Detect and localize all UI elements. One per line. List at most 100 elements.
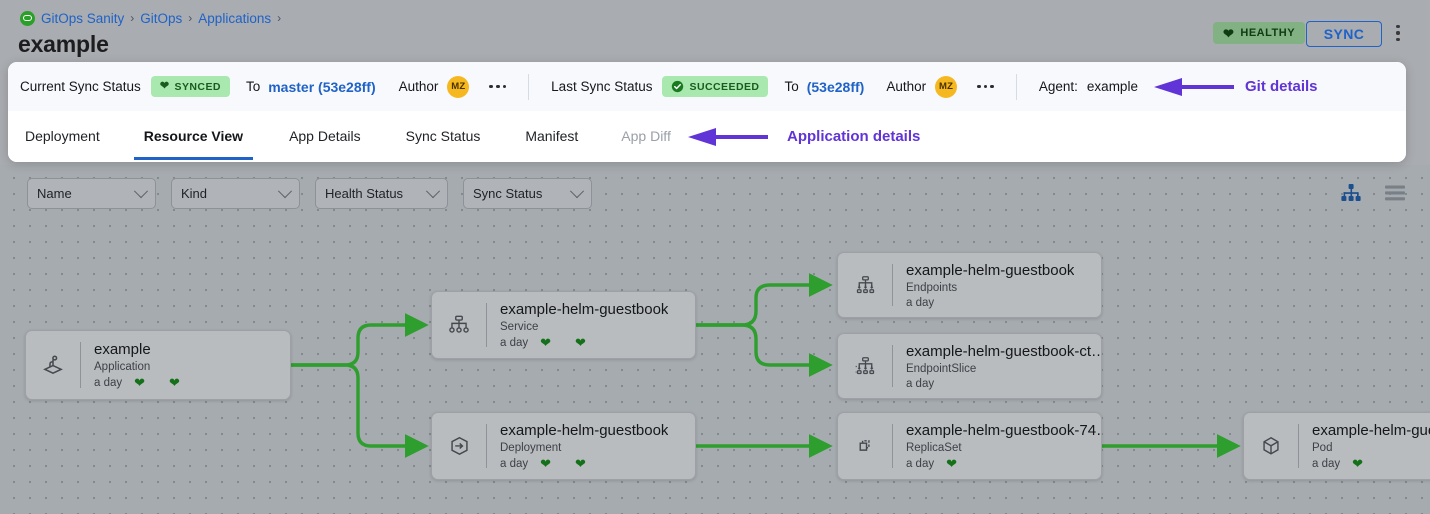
last-revision-link[interactable]: (53e28ff) — [806, 78, 865, 95]
node-kind: Endpoints — [906, 281, 958, 294]
tree-view-icon[interactable] — [1340, 183, 1362, 208]
tab-label: Manifest — [525, 127, 579, 144]
node-kind: EndpointSlice — [905, 362, 977, 375]
badge-label: SYNCED — [174, 80, 221, 93]
health-status-badge: ❤ HEALTHY — [1213, 22, 1306, 44]
endpointslice-icon — [838, 354, 892, 379]
sync-heart-icon: ❤ — [575, 335, 586, 349]
filter-label: Sync Status — [473, 186, 543, 201]
tab-app-diff: App Diff — [621, 111, 671, 160]
last-author-label: Author — [886, 79, 927, 94]
node-divider — [486, 303, 487, 347]
node-title: example — [94, 341, 151, 358]
node-age: a day — [500, 457, 529, 470]
node-divider — [1298, 424, 1299, 468]
graph-node-deployment[interactable]: example-helm-guestbook Deployment a day … — [431, 412, 696, 480]
annotation-arrow-git-details — [1152, 76, 1234, 98]
sync-button[interactable]: SYNC — [1306, 21, 1382, 47]
tab-resource-view[interactable]: Resource View — [133, 111, 254, 160]
health-heart-icon: ❤ — [134, 375, 146, 389]
last-to-label: To — [784, 79, 799, 94]
node-divider — [892, 424, 893, 468]
chevron-down-icon — [277, 183, 293, 198]
avatar[interactable]: MZ — [935, 75, 958, 98]
filter-name[interactable]: Name — [27, 178, 156, 209]
filter-health-status[interactable]: Health Status — [315, 178, 448, 209]
graph-node-application[interactable]: example Application a day ❤ ❤ — [25, 330, 291, 400]
avatar[interactable]: MZ — [447, 75, 470, 98]
filter-label: Name — [37, 186, 72, 201]
divider — [528, 73, 530, 100]
tab-label: Resource View — [143, 127, 244, 144]
breadcrumb-separator-icon: › — [277, 11, 282, 25]
divider — [1015, 73, 1017, 100]
current-revision-link[interactable]: master (53e28ff) — [268, 78, 376, 95]
deployment-icon — [432, 433, 486, 460]
graph-node-replicaset[interactable]: example-helm-guestbook-74… ReplicaSet a … — [837, 412, 1102, 480]
list-view-icon[interactable] — [1384, 184, 1406, 207]
annotation-label-git-details: Git details — [1245, 78, 1318, 95]
graph-node-endpointslice[interactable]: example-helm-guestbook-ct… EndpointSlice… — [837, 333, 1102, 399]
graph-node-service[interactable]: example-helm-guestbook Service a day ❤ ❤ — [431, 291, 696, 359]
breadcrumb-separator-icon: › — [130, 11, 135, 25]
node-age: a day — [905, 457, 935, 470]
breadcrumb: GitOps Sanity › GitOps › Applications › — [20, 10, 281, 26]
current-to-label: To — [245, 79, 261, 94]
endpoints-icon — [838, 273, 892, 298]
last-sync-status-label: Last Sync Status — [551, 79, 653, 94]
sync-heart-icon: ❤ — [169, 375, 180, 389]
annotation-label-application-details: Application details — [787, 128, 921, 145]
gitops-logo-icon — [20, 10, 35, 26]
tab-deployment[interactable]: Deployment — [25, 111, 100, 160]
graph-node-endpoints[interactable]: example-helm-guestbook Endpoints a day — [837, 252, 1102, 318]
breadcrumb-item-applications[interactable]: Applications — [198, 10, 272, 26]
node-title: example-helm-guestbook-ct… — [905, 342, 1101, 360]
application-icon — [26, 352, 80, 378]
node-kind: Deployment — [500, 442, 562, 454]
tab-label: App Diff — [621, 127, 671, 144]
heart-icon: ❤ — [1223, 25, 1235, 41]
node-title: example-helm-guestbook — [500, 422, 669, 439]
graph-node-pod[interactable]: example-helm-guest Pod a day ❤ — [1243, 412, 1430, 480]
replicaset-icon — [838, 433, 892, 459]
node-title: example-helm-guestbook — [906, 261, 1075, 279]
check-circle-icon — [671, 80, 684, 93]
filter-sync-status[interactable]: Sync Status — [463, 178, 592, 209]
node-kind: Pod — [1312, 442, 1333, 454]
agent-label: Agent: — [1038, 79, 1078, 94]
tab-sync-status[interactable]: Sync Status — [406, 111, 481, 160]
tab-app-details[interactable]: App Details — [289, 111, 361, 160]
breadcrumb-item-gitops[interactable]: GitOps — [140, 10, 183, 26]
chevron-down-icon — [133, 183, 149, 198]
sync-heart-icon: ❤ — [575, 456, 586, 470]
last-more-options-icon[interactable] — [977, 84, 994, 89]
current-author-label: Author — [398, 79, 439, 94]
node-title: example-helm-guest — [1312, 422, 1430, 439]
node-age: a day — [905, 377, 935, 390]
tab-label: Deployment — [25, 127, 100, 144]
node-age: a day — [500, 336, 529, 349]
tab-manifest[interactable]: Manifest — [525, 111, 578, 160]
current-more-options-icon[interactable] — [489, 84, 507, 89]
badge-label: SUCCEEDED — [689, 80, 760, 93]
more-options-icon[interactable] — [1392, 22, 1404, 44]
annotation-arrow-application-details — [686, 126, 768, 148]
page-title: example — [18, 31, 109, 57]
chevron-down-icon — [569, 183, 585, 198]
node-divider — [80, 342, 81, 388]
tab-label: App Details — [289, 127, 361, 144]
filter-label: Health Status — [325, 186, 404, 201]
filter-bar: Name Kind Health Status Sync Status — [27, 178, 592, 209]
health-status-label: HEALTHY — [1240, 27, 1296, 39]
node-age: a day — [94, 376, 123, 389]
filter-kind[interactable]: Kind — [171, 178, 300, 209]
node-title: example-helm-guestbook-74… — [905, 422, 1101, 439]
health-heart-icon: ❤ — [1352, 456, 1364, 470]
breadcrumb-item-gitops-sanity[interactable]: GitOps Sanity — [41, 10, 125, 26]
node-divider — [892, 264, 893, 306]
pod-icon — [1244, 433, 1298, 459]
breadcrumb-separator-icon: › — [188, 11, 193, 25]
node-title: example-helm-guestbook — [500, 301, 669, 318]
node-kind: ReplicaSet — [905, 442, 962, 454]
agent-value: example — [1086, 79, 1138, 94]
